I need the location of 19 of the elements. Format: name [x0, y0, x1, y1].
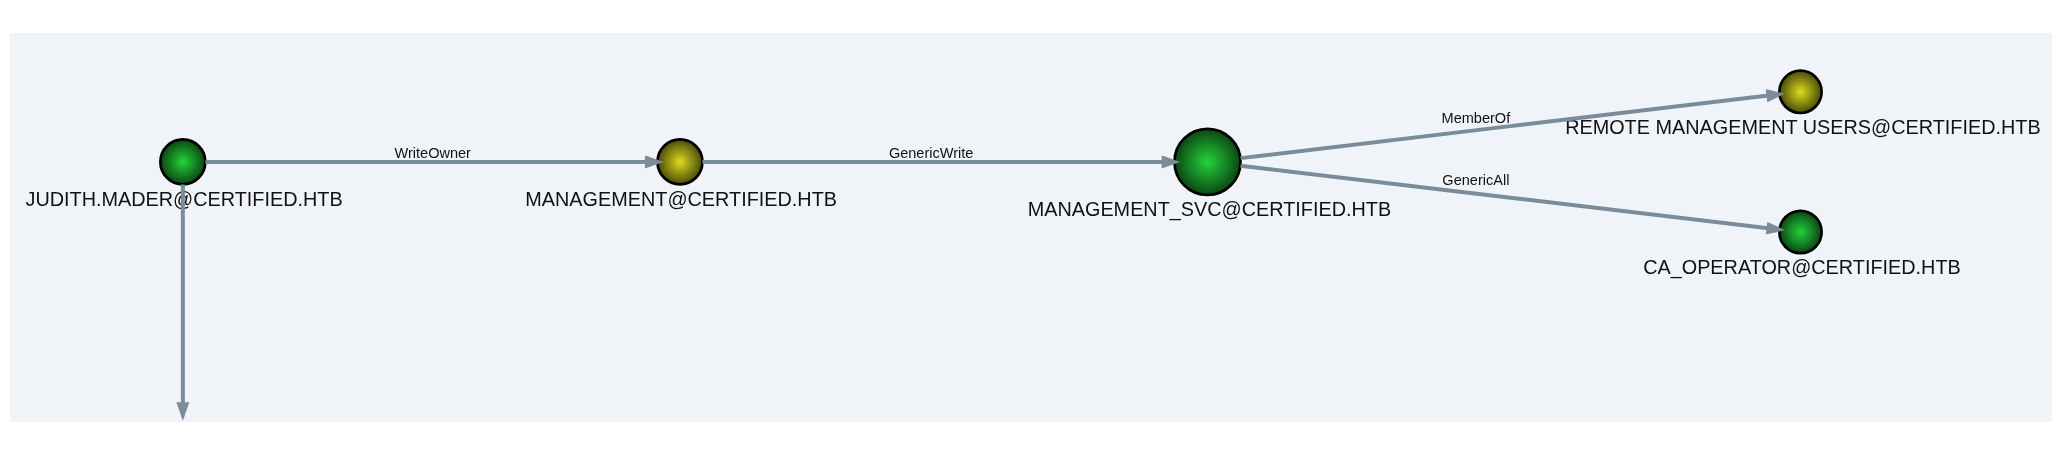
arrow	[205, 154, 664, 168]
edge-label: MemberOf	[1441, 109, 1511, 126]
node-label: JUDITH.MADER@CERTIFIED.HTB	[25, 187, 343, 210]
arrow	[1240, 88, 1785, 160]
edge-label: GenericWrite	[888, 144, 974, 161]
node-label: MANAGEMENT_SVC@CERTIFIED.HTB	[1027, 197, 1392, 220]
node-label: REMOTE MANAGEMENT USERS@CERTIFIED.HTB	[1565, 115, 2041, 138]
node-circle	[1778, 68, 1823, 114]
node-circle	[1778, 209, 1823, 254]
edge-label: GenericAll	[1442, 171, 1510, 188]
arrow	[176, 184, 190, 421]
node-label: MANAGEMENT@CERTIFIED.HTB	[525, 187, 837, 210]
edge-label: WriteOwner	[394, 144, 471, 161]
arrow	[702, 154, 1181, 168]
node-circle	[656, 137, 704, 186]
node-circle	[1173, 127, 1242, 196]
node-label: CA_OPERATOR@CERTIFIED.HTB	[1643, 255, 1961, 278]
node-circle	[159, 137, 207, 186]
arrow	[1240, 163, 1785, 235]
